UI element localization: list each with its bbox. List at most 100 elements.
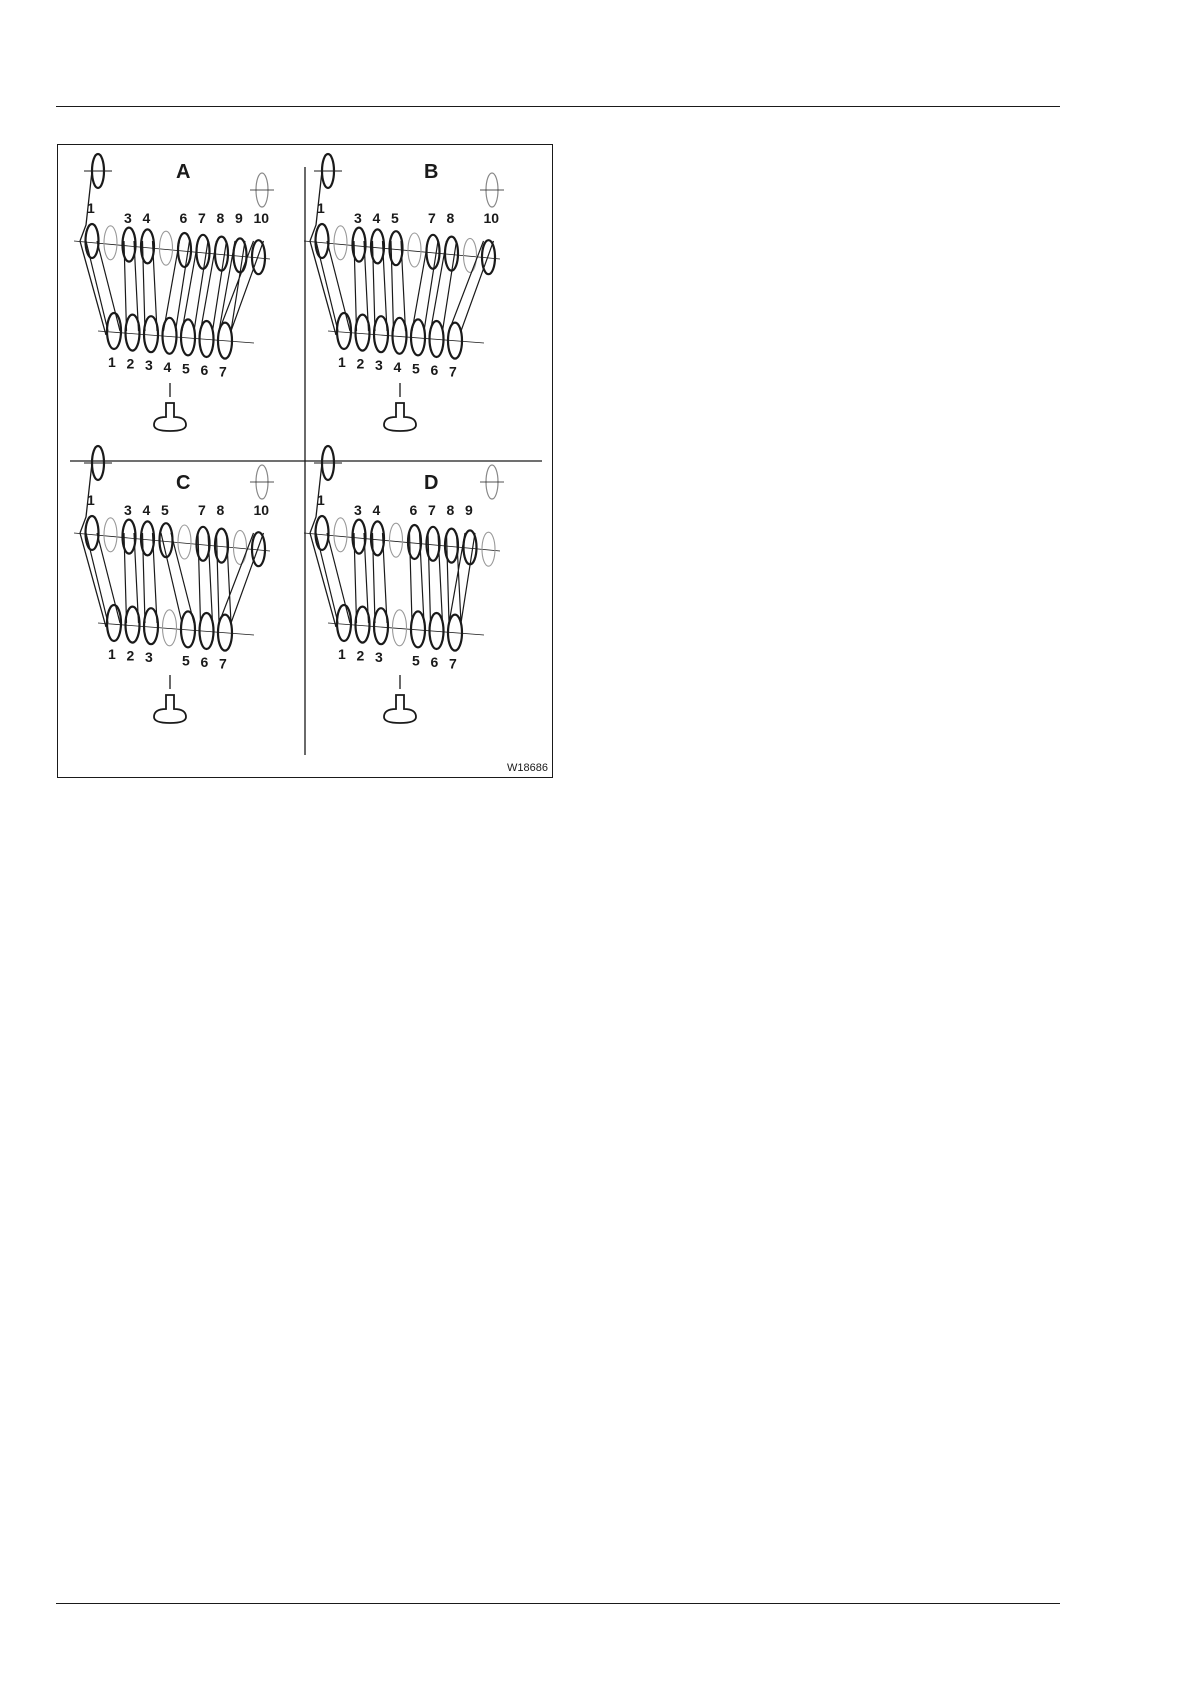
upper-label: 10 xyxy=(254,210,270,226)
lower-label: 2 xyxy=(357,648,365,664)
top-sheave-7 xyxy=(427,235,440,269)
lower-label: 2 xyxy=(127,648,135,664)
upper-label: 4 xyxy=(373,502,381,518)
upper-label: 8 xyxy=(447,502,455,518)
upper-label: 3 xyxy=(124,210,132,226)
top-sheave-5 xyxy=(160,231,173,265)
upper-label: 7 xyxy=(428,210,436,226)
upper-label: 6 xyxy=(410,502,418,518)
upper-label: 7 xyxy=(198,502,206,518)
hook-icon xyxy=(384,695,416,723)
lower-label: 5 xyxy=(412,360,420,376)
upper-label: 8 xyxy=(217,502,225,518)
upper-label: 9 xyxy=(235,210,243,226)
upper-label: 8 xyxy=(447,210,455,226)
lower-label: 7 xyxy=(449,656,457,672)
bottom-sheave-3 xyxy=(144,608,158,644)
top-sheave-2 xyxy=(104,518,117,552)
bottom-sheave-3 xyxy=(144,316,158,352)
bottom-sheave-1 xyxy=(107,313,121,349)
upper-label: 4 xyxy=(143,502,151,518)
lower-label: 1 xyxy=(108,646,116,662)
rope-reeving xyxy=(86,533,264,623)
bottom-sheave-1 xyxy=(337,605,351,641)
upper-label: 10 xyxy=(484,210,500,226)
top-sheave-2 xyxy=(104,226,117,260)
rope-reeving xyxy=(86,241,264,331)
upper-label: 4 xyxy=(373,210,381,226)
lower-label: 2 xyxy=(357,356,365,372)
lower-label: 6 xyxy=(201,654,209,670)
top-sheave-9 xyxy=(464,238,477,272)
upper-label: 1 xyxy=(87,200,95,216)
footer-rule xyxy=(56,1603,1060,1604)
rope xyxy=(310,241,336,335)
rope xyxy=(80,241,106,335)
upper-label: 1 xyxy=(317,492,325,508)
lower-label: 5 xyxy=(182,652,190,668)
rope xyxy=(310,533,336,627)
panel-letter-b: B xyxy=(424,161,438,184)
bottom-sheave-3 xyxy=(374,316,388,352)
top-sheave-6 xyxy=(178,525,191,559)
hook-icon xyxy=(154,403,186,431)
lower-label: 6 xyxy=(431,654,439,670)
top-sheave-6 xyxy=(408,233,421,267)
upper-label: 5 xyxy=(391,210,399,226)
bottom-sheave-1 xyxy=(337,313,351,349)
upper-label: 8 xyxy=(217,210,225,226)
lower-label: 1 xyxy=(108,354,116,370)
panel-letter-c: C xyxy=(176,472,190,495)
lower-label: 3 xyxy=(145,357,153,373)
lower-label: 1 xyxy=(338,354,346,370)
lower-label: 6 xyxy=(431,362,439,378)
rope xyxy=(80,533,106,627)
hook-icon xyxy=(154,695,186,723)
lower-label: 1 xyxy=(338,646,346,662)
lower-label: 2 xyxy=(127,356,135,372)
top-sheave-2 xyxy=(334,226,347,260)
figure-id: W18686 xyxy=(507,762,548,774)
lower-label: 3 xyxy=(375,649,383,665)
top-sheave-7 xyxy=(197,235,210,269)
upper-label: 1 xyxy=(87,492,95,508)
upper-label: 6 xyxy=(180,210,188,226)
lower-label: 5 xyxy=(412,652,420,668)
upper-label: 9 xyxy=(465,502,473,518)
lower-label: 6 xyxy=(201,362,209,378)
lower-label: 7 xyxy=(449,364,457,380)
header-rule xyxy=(56,106,1060,107)
top-sheave-1 xyxy=(316,224,329,258)
top-sheave-1 xyxy=(86,224,99,258)
upper-label: 10 xyxy=(254,502,270,518)
top-sheave-2 xyxy=(334,518,347,552)
bottom-sheave-3 xyxy=(374,608,388,644)
upper-label: 4 xyxy=(143,210,151,226)
top-sheave-9 xyxy=(234,530,247,564)
upper-label: 1 xyxy=(317,200,325,216)
top-sheave-1 xyxy=(316,516,329,550)
lower-label: 3 xyxy=(375,357,383,373)
top-sheave-6 xyxy=(178,233,191,267)
lower-label: 7 xyxy=(219,364,227,380)
upper-label: 7 xyxy=(428,502,436,518)
top-sheave-5 xyxy=(390,523,403,557)
lower-label: 3 xyxy=(145,649,153,665)
lower-label: 7 xyxy=(219,656,227,672)
upper-label: 5 xyxy=(161,502,169,518)
upper-label: 3 xyxy=(354,210,362,226)
top-sheave-1 xyxy=(86,516,99,550)
bottom-sheave-1 xyxy=(107,605,121,641)
upper-label: 3 xyxy=(124,502,132,518)
upper-label: 3 xyxy=(354,502,362,518)
panel-letter-d: D xyxy=(424,472,438,495)
hook-icon xyxy=(384,403,416,431)
lower-label: 4 xyxy=(394,359,402,375)
lower-label: 5 xyxy=(182,360,190,376)
